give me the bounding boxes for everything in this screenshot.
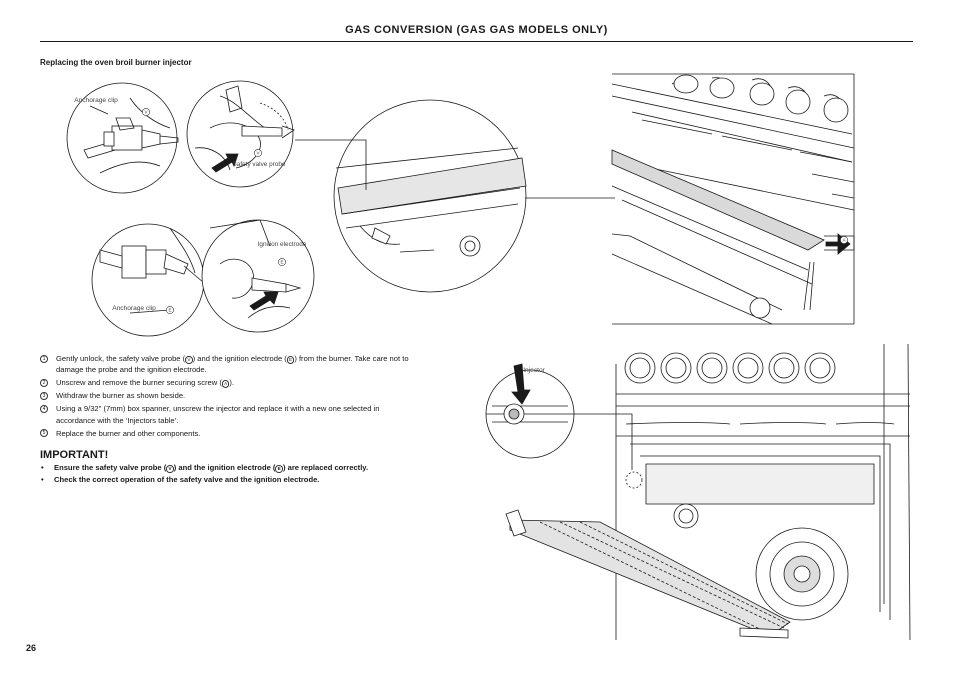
step-5: 5 Replace the burner and other component… [40, 428, 420, 439]
svg-text:Anchorage clip: Anchorage clip [74, 97, 118, 104]
step-number: 4 [40, 405, 48, 413]
step-number: 1 [40, 354, 48, 363]
page-number: 26 [26, 643, 37, 653]
callout-e-inline: E [286, 356, 295, 364]
callout-e-right: E [278, 258, 286, 266]
callout-v-top: V [142, 108, 150, 116]
step-1: 1 Gently unlock, the safety valve probe … [40, 353, 420, 376]
step-4: 4 Using a 9/32" (7mm) box spanner, unscr… [40, 403, 420, 426]
svg-text:E: E [280, 260, 283, 265]
anchorage-clip-label-2: Anchorage clip [112, 305, 156, 312]
burner-detail-illustration: Anchorage clip V V Safety valve probe Ig… [66, 80, 615, 337]
page-header-title: GAS CONVERSION (GAS GAS MODELS ONLY) [345, 24, 608, 36]
svg-text:E: E [168, 308, 171, 313]
anchorage-clip-label: Anchorage clip [74, 97, 118, 104]
svg-text:V: V [256, 151, 260, 156]
important-heading: IMPORTANT! [40, 449, 109, 461]
safety-valve-probe-label: Safety valve probe [233, 161, 286, 168]
section-title: Replacing the oven broil burner injector [40, 58, 192, 67]
svg-text:V: V [144, 110, 148, 115]
svg-text:Injector: Injector [523, 367, 545, 374]
injector-label: Injector [523, 367, 545, 374]
oven-injector-illustration: Injector [485, 343, 911, 641]
step-3: 3 Withdraw the burner as shown beside. [40, 390, 420, 401]
step-number: 3 [40, 392, 48, 400]
step-text: Withdraw the burner as shown beside. [56, 391, 186, 401]
oven-broil-burner-illustration: A [611, 73, 855, 325]
important-item-1: • Ensure the safety valve probe (V) and … [41, 463, 369, 473]
callout-v-inline: V [166, 465, 174, 473]
step-2: 2 Unscrew and remove the burner securing… [40, 377, 420, 388]
ignition-electrode-label: Ignition electrode [258, 241, 307, 248]
svg-text:A: A [842, 238, 846, 243]
important-list: • Ensure the safety valve probe (V) and … [40, 462, 420, 486]
svg-text:Safety valve probe: Safety valve probe [233, 161, 286, 168]
instruction-steps: 1 Gently unlock, the safety valve probe … [40, 353, 420, 441]
step-text: Replace the burner and other components. [56, 428, 201, 438]
bullet: • [41, 474, 44, 484]
svg-text:Ignition electrode: Ignition electrode [258, 241, 307, 248]
bullet: • [41, 463, 44, 472]
callout-v-mid: V [254, 149, 262, 157]
callout-e-inline: E [275, 465, 283, 473]
important-item-2: • Check the correct operation of the saf… [41, 474, 320, 484]
step-number: 2 [40, 379, 48, 387]
callout-e-left: E [166, 306, 174, 314]
svg-text:Anchorage clip: Anchorage clip [112, 305, 156, 312]
step-text: Using a 9/32" (7mm) box spanner, unscrew… [56, 404, 380, 425]
step-number: 5 [40, 429, 48, 438]
callout-v-inline: V [185, 356, 193, 364]
callout-a-inline: A [221, 380, 230, 388]
callout-a: A [840, 236, 848, 244]
header-divider [40, 41, 913, 42]
